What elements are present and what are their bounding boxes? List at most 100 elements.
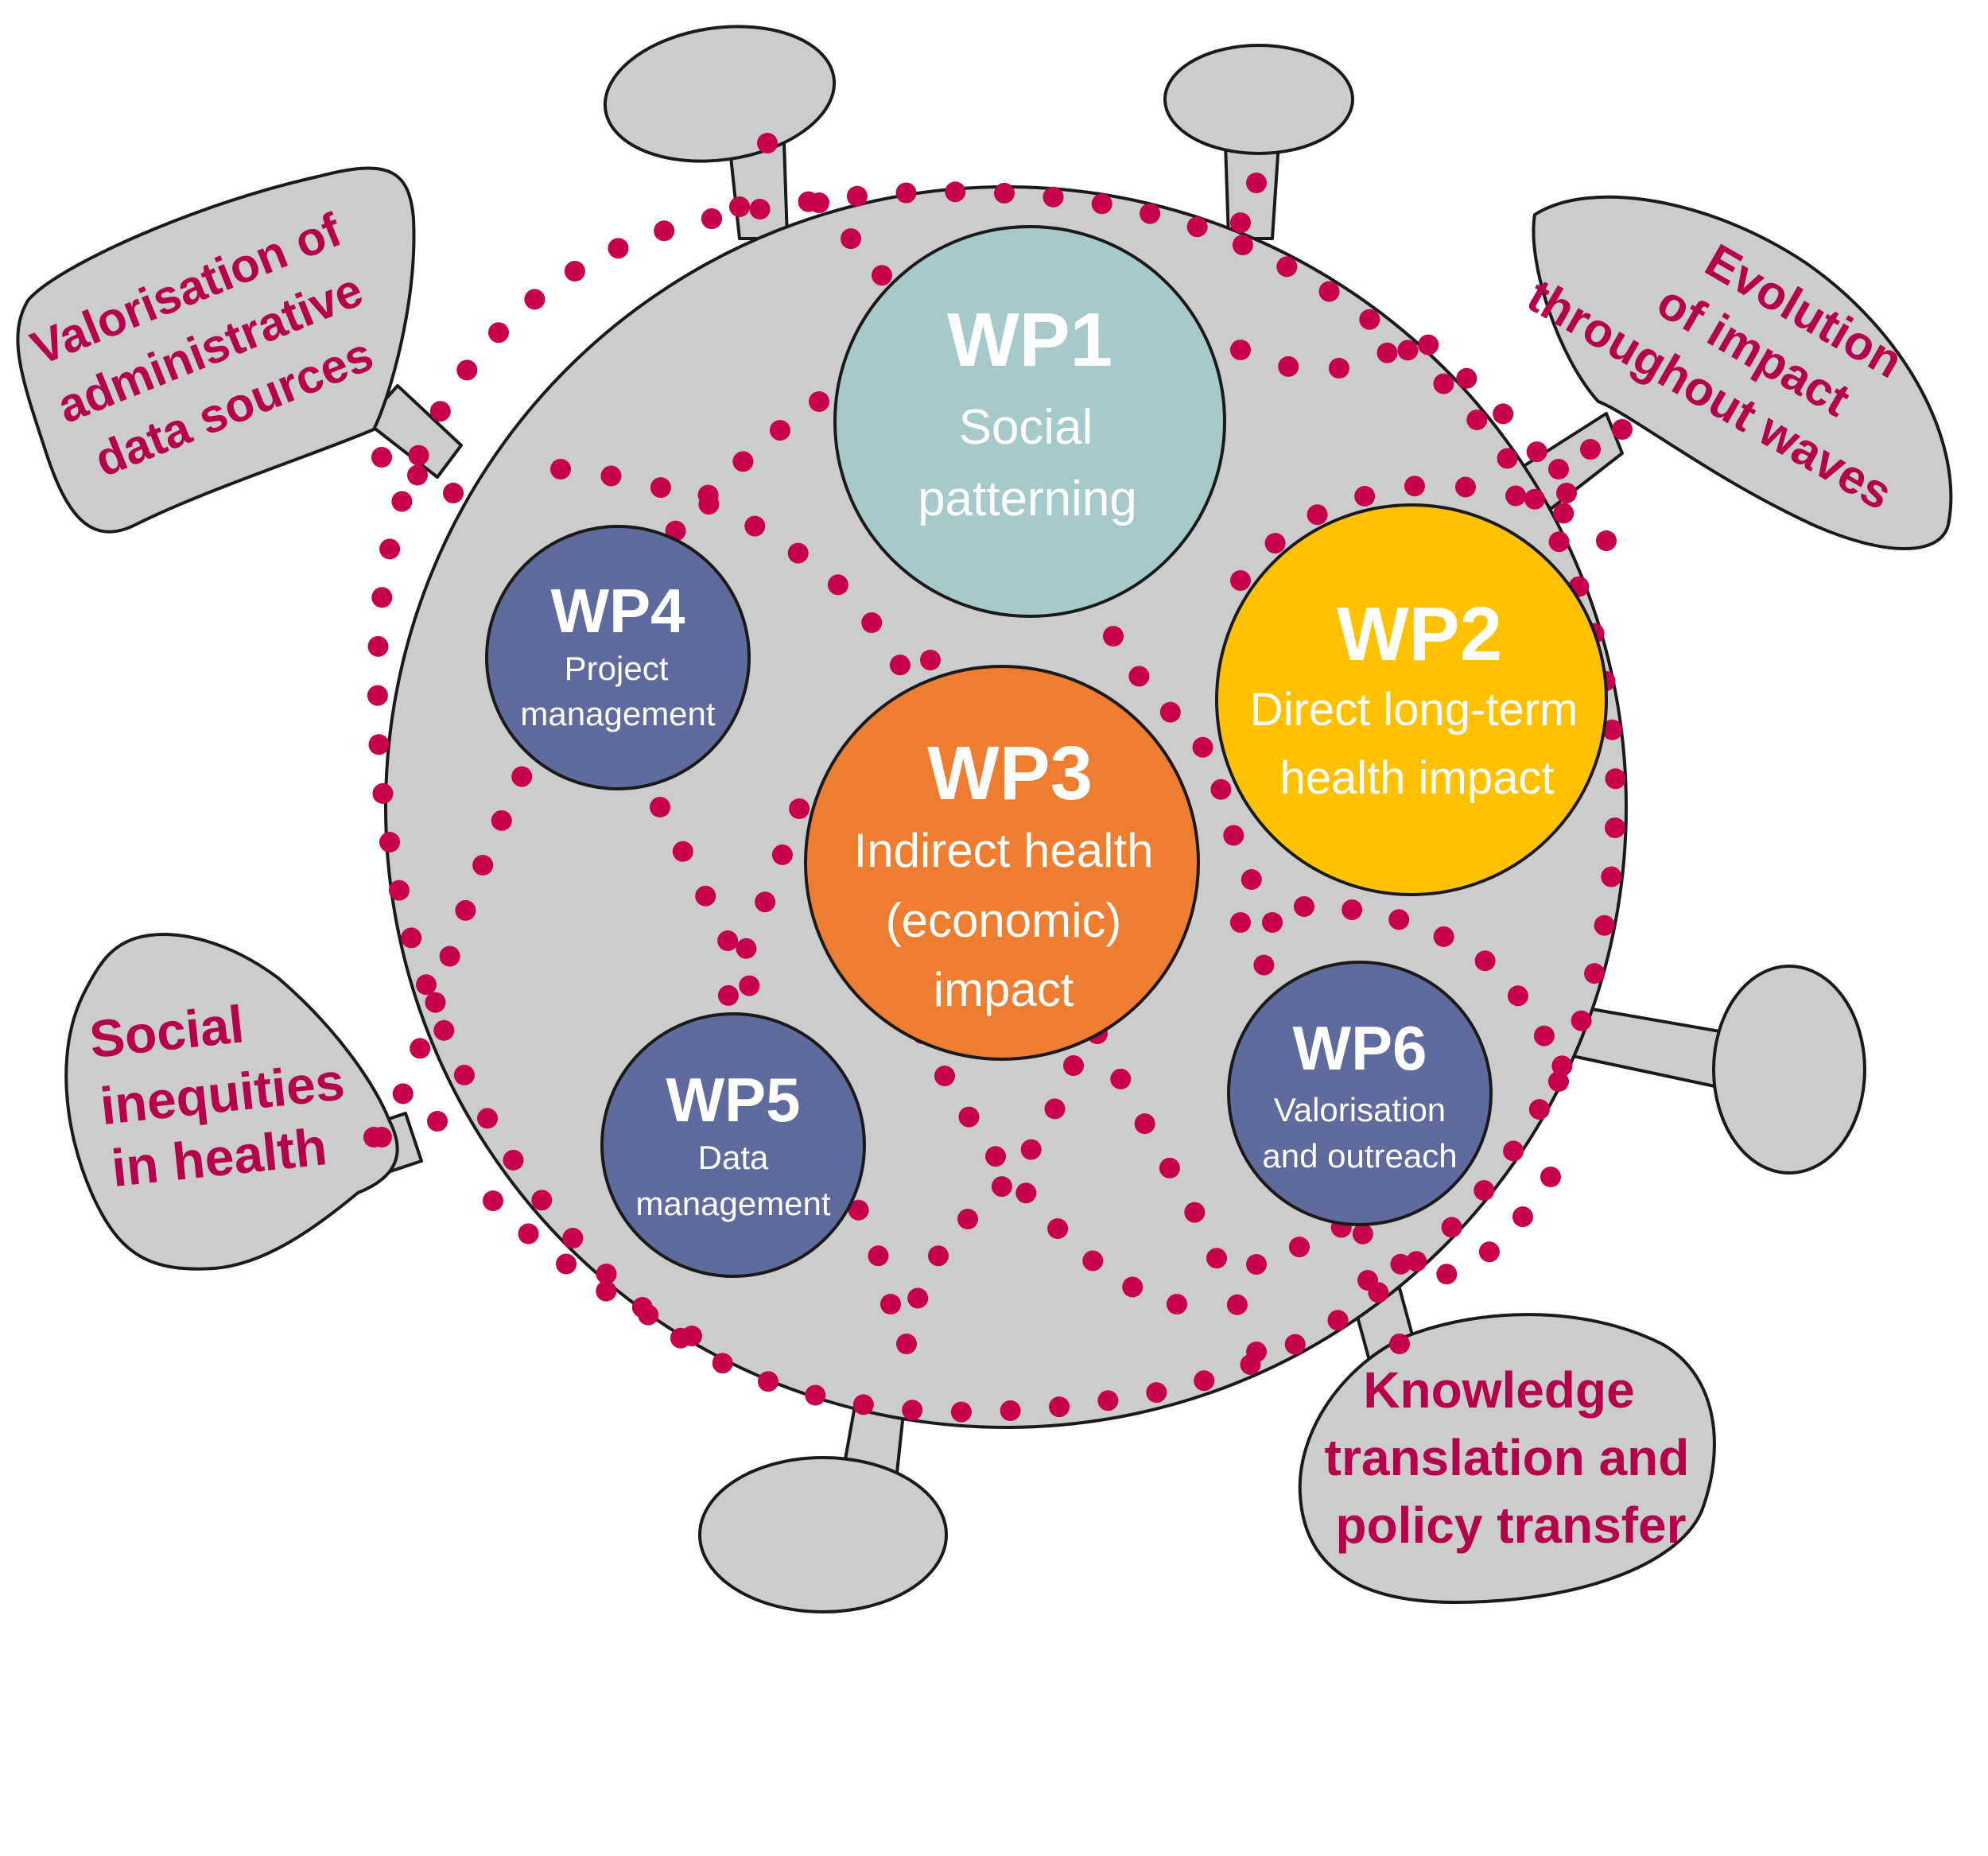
pathway-dot <box>1594 914 1615 936</box>
pathway-dot <box>556 1253 577 1275</box>
pathway-dot <box>1253 954 1275 976</box>
pathway-dot <box>841 228 861 250</box>
pathway-dot <box>1526 441 1547 463</box>
pathway-dot <box>372 782 394 804</box>
pathway-dot <box>880 1294 901 1314</box>
pathway-dot <box>1505 485 1527 507</box>
pathway-dot <box>717 930 739 951</box>
pathway-dot <box>433 1019 455 1041</box>
pathway-dot <box>848 1199 869 1221</box>
pathway-dot <box>408 445 429 466</box>
pathway-dot <box>771 844 793 865</box>
wp6-node[interactable]: WP6 Valorisation and outreach <box>1227 961 1493 1226</box>
pathway-dot <box>1146 1382 1167 1404</box>
pathway-dot <box>1548 1071 1569 1092</box>
pathway-dot <box>1493 403 1514 425</box>
spike-cap-bottom <box>698 1456 948 1613</box>
pathway-dot <box>1612 419 1633 440</box>
pathway-dot <box>1478 1241 1500 1263</box>
pathway-dot <box>488 322 509 344</box>
pathway-dot <box>1288 1237 1310 1258</box>
pathway-dot <box>429 401 451 422</box>
pathway-dot <box>1436 1264 1458 1285</box>
pathway-dot <box>991 1176 1012 1198</box>
theme-knowledge-line-2: translation and <box>1325 1429 1690 1486</box>
pathway-dot <box>1441 1217 1462 1238</box>
pathway-dot <box>1455 476 1476 498</box>
pathway-dot <box>1433 926 1454 947</box>
pathway-dot <box>1246 1342 1267 1362</box>
wp6-desc-line-2: and outreach <box>1262 1137 1457 1175</box>
pathway-dot <box>1159 1157 1180 1178</box>
pathway-dot <box>755 891 776 913</box>
pathway-dot <box>1097 1390 1119 1411</box>
pathway-dot <box>1223 825 1244 846</box>
pathway-dot <box>695 885 716 907</box>
theme-bubbles <box>16 166 1953 1604</box>
wp2-circle <box>1215 503 1608 896</box>
wp4-node[interactable]: WP4 Project management <box>485 525 751 790</box>
pathway-dot <box>736 938 757 959</box>
pathway-dot <box>1584 963 1606 984</box>
pathway-dot <box>1167 1294 1187 1314</box>
pathway-dot <box>1294 896 1314 917</box>
pathway-dot <box>1354 486 1376 507</box>
pathway-dot <box>562 1228 584 1248</box>
wp6-desc-line-1: Valorisation <box>1274 1091 1446 1128</box>
pathway-dot <box>1110 1068 1132 1089</box>
pathway-dot <box>1551 1055 1573 1077</box>
pathway-dot <box>868 1245 889 1267</box>
pathway-dot <box>749 199 771 219</box>
pathway-dot <box>698 494 720 515</box>
pathway-dot <box>896 1334 917 1354</box>
pathway-dot <box>511 766 533 787</box>
pathway-dot <box>439 945 460 967</box>
pathway-dot <box>1602 719 1623 740</box>
pathway-dot <box>1063 1055 1084 1076</box>
pathway-dot <box>401 927 422 949</box>
pathway-dot <box>1206 1248 1227 1269</box>
wp3-node[interactable]: WP3 Indirect health (economic) impact <box>804 665 1200 1061</box>
pathway-dot <box>672 841 693 862</box>
wp4-code: WP4 <box>550 576 685 646</box>
pathway-dot <box>1230 912 1251 933</box>
pathway-dot <box>758 1371 779 1392</box>
pathway-dot <box>902 1400 923 1421</box>
pathway-dot <box>1230 212 1251 233</box>
wp5-node[interactable]: WP5 Data management <box>600 1012 866 1278</box>
pathway-dot <box>787 542 809 564</box>
pathway-dot <box>1230 340 1251 360</box>
pathway-dot <box>1433 373 1454 394</box>
pathway-dot <box>1512 1206 1533 1228</box>
pathway-dot <box>425 992 446 1013</box>
theme-bubble-evolution <box>1532 195 1953 550</box>
pathway-dot <box>1388 909 1410 930</box>
pathway-dot <box>1390 1253 1411 1275</box>
pathway-dot <box>410 1038 431 1059</box>
pathway-dot <box>1241 869 1262 890</box>
pathway-dot <box>456 359 478 381</box>
pathway-dot <box>1357 1270 1378 1291</box>
pathway-dot <box>600 465 622 487</box>
wp3-desc-line-3: impact <box>934 963 1074 1016</box>
pathway-dot <box>827 574 848 596</box>
pathway-dot <box>1553 503 1574 524</box>
wp3-circle <box>804 665 1200 1061</box>
pathway-dot <box>1556 483 1577 503</box>
pathway-dot <box>1456 367 1477 389</box>
pathway-dot <box>852 1394 874 1415</box>
pathway-dot <box>1466 410 1488 430</box>
wp2-node[interactable]: WP2 Direct long-term health impact <box>1215 503 1608 896</box>
pathway-dot <box>455 899 476 921</box>
pathway-dot <box>1605 768 1626 790</box>
wp2-code: WP2 <box>1337 592 1502 677</box>
pathway-dot <box>681 1326 702 1346</box>
pathway-dot <box>1406 1251 1427 1272</box>
pathway-dot <box>443 483 464 503</box>
wp3-desc-line-1: Indirect health <box>854 824 1154 877</box>
wp1-node[interactable]: WP1 Social patterning <box>833 225 1226 618</box>
pathway-dot <box>596 1264 617 1284</box>
pathway-dot <box>503 1149 524 1171</box>
pathway-dot <box>1605 817 1625 838</box>
